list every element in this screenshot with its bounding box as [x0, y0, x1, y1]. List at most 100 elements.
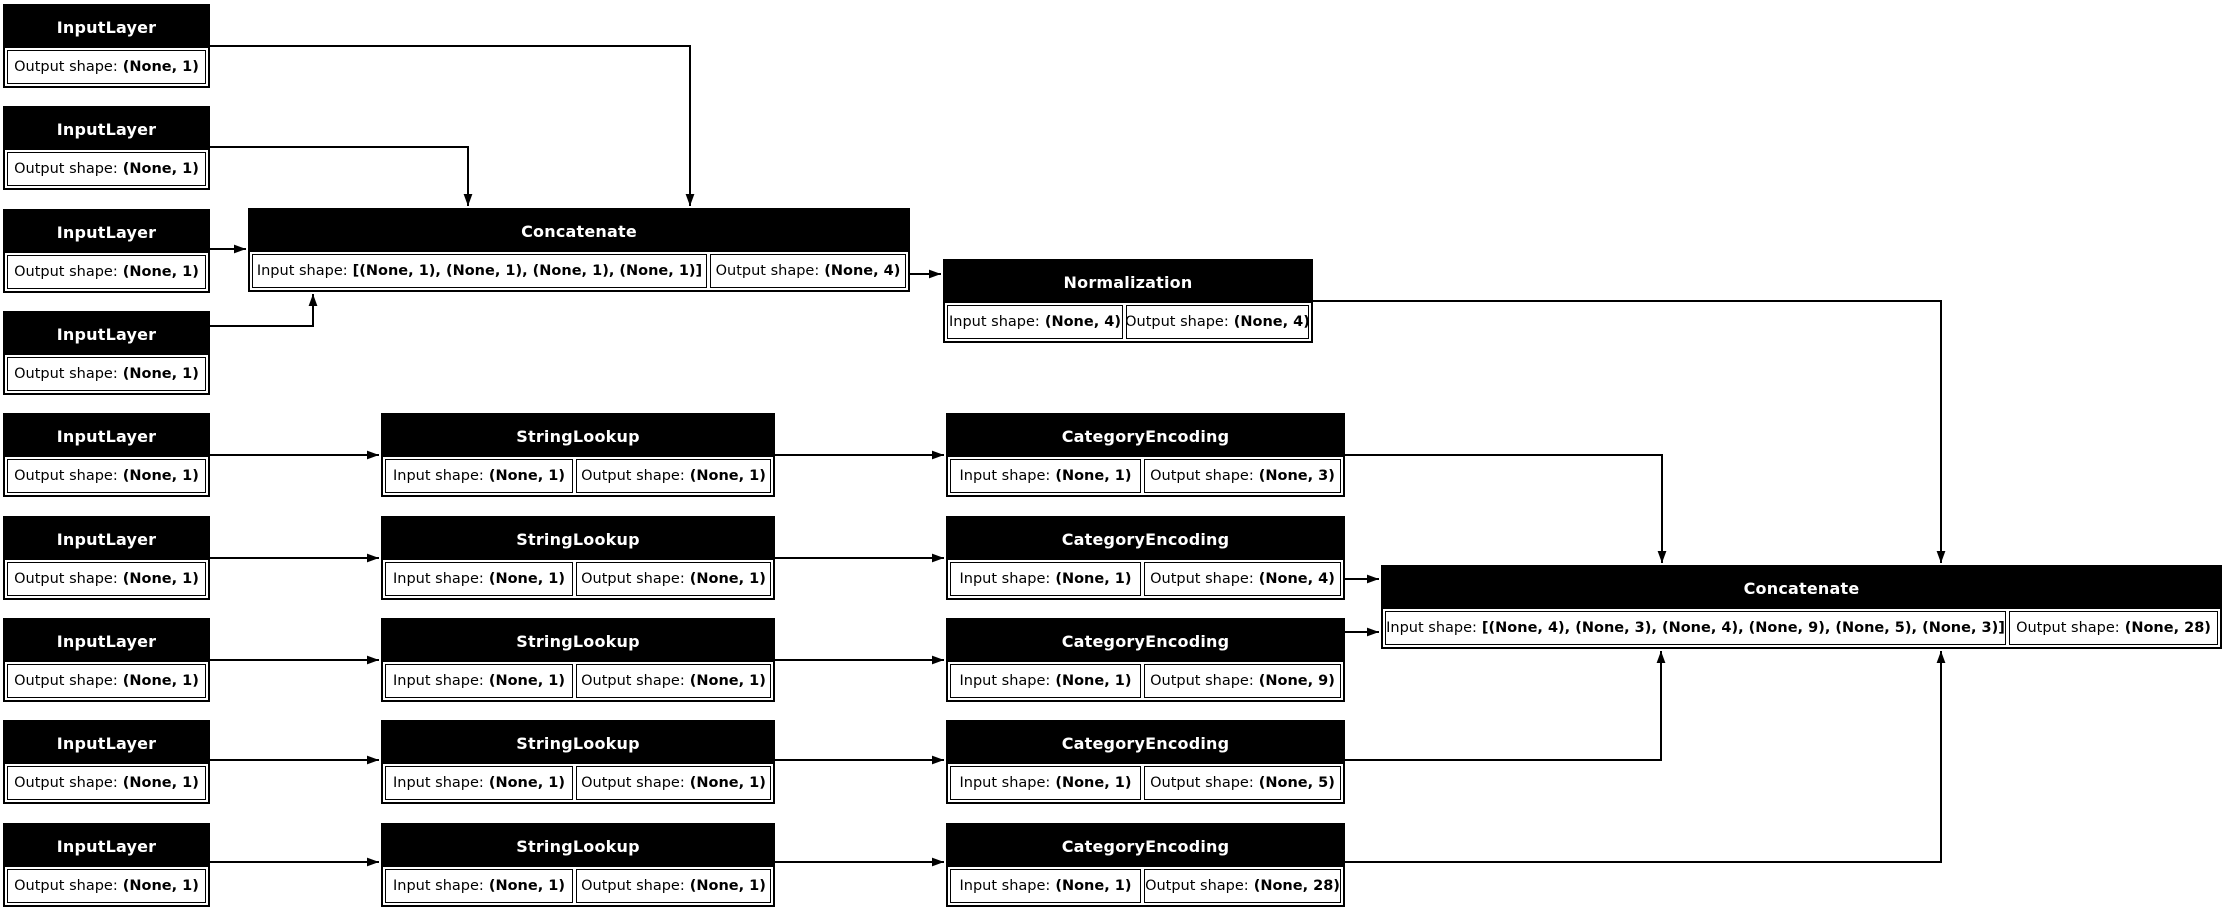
output-shape-cell: Output shape: (None, 1) [7, 664, 206, 698]
layer-title: StringLookup [383, 722, 773, 764]
output-shape-cell: Output shape: (None, 4) [710, 254, 906, 288]
output-shape-cell: Output shape: (None, 3) [1144, 459, 1341, 493]
node-inputlayer-6: InputLayer Output shape: (None, 1) [3, 516, 210, 600]
input-shape-cell: Input shape: (None, 1) [385, 459, 573, 493]
input-shape-cell: Input shape: (None, 1) [950, 766, 1141, 800]
edge-categoryencoding4-concat2 [1345, 651, 1666, 761]
layer-title: InputLayer [5, 518, 208, 560]
layer-title: Normalization [945, 261, 1311, 303]
node-stringlookup-4: StringLookup Input shape: (None, 1) Outp… [381, 720, 775, 804]
layer-title: StringLookup [383, 620, 773, 662]
layer-title: CategoryEncoding [948, 620, 1343, 662]
output-shape-cell: Output shape: (None, 1) [7, 562, 206, 596]
layer-title: Concatenate [1383, 567, 2220, 609]
node-inputlayer-1: InputLayer Output shape: (None, 1) [3, 4, 210, 88]
layer-title: InputLayer [5, 415, 208, 457]
edge-input4-concat1 [210, 294, 318, 327]
input-shape-cell: Input shape: (None, 1) [385, 869, 573, 903]
layer-shapes: Input shape: (None, 4) Output shape: (No… [945, 303, 1311, 341]
layer-title: InputLayer [5, 108, 208, 150]
layer-shapes: Input shape: (None, 1) Output shape: (No… [383, 457, 773, 495]
output-shape-cell: Output shape: (None, 1) [7, 255, 206, 289]
layer-title: InputLayer [5, 313, 208, 355]
edge-categoryencoding1-concat2 [1345, 454, 1667, 563]
layer-shapes: Output shape: (None, 1) [5, 253, 208, 291]
output-shape-cell: Output shape: (None, 4) [1126, 305, 1309, 339]
node-concatenate-1: Concatenate Input shape: [(None, 1), (No… [248, 208, 910, 292]
node-stringlookup-1: StringLookup Input shape: (None, 1) Outp… [381, 413, 775, 497]
output-shape-cell: Output shape: (None, 1) [576, 664, 771, 698]
output-shape-cell: Output shape: (None, 4) [1144, 562, 1341, 596]
node-stringlookup-3: StringLookup Input shape: (None, 1) Outp… [381, 618, 775, 702]
output-shape-cell: Output shape: (None, 1) [7, 869, 206, 903]
input-shape-cell: Input shape: (None, 1) [950, 664, 1141, 698]
node-categoryencoding-1: CategoryEncoding Input shape: (None, 1) … [946, 413, 1345, 497]
layer-title: CategoryEncoding [948, 825, 1343, 867]
layer-title: CategoryEncoding [948, 722, 1343, 764]
output-shape-cell: Output shape: (None, 1) [576, 562, 771, 596]
layer-title: InputLayer [5, 825, 208, 867]
layer-shapes: Output shape: (None, 1) [5, 662, 208, 700]
node-inputlayer-7: InputLayer Output shape: (None, 1) [3, 618, 210, 702]
input-shape-cell: Input shape: (None, 1) [950, 459, 1141, 493]
layer-title: CategoryEncoding [948, 518, 1343, 560]
layer-shapes: Output shape: (None, 1) [5, 764, 208, 802]
edge-input2-concat1 [210, 146, 473, 206]
output-shape-cell: Output shape: (None, 1) [576, 869, 771, 903]
layer-shapes: Input shape: (None, 1) Output shape: (No… [383, 560, 773, 598]
node-inputlayer-3: InputLayer Output shape: (None, 1) [3, 209, 210, 293]
layer-title: InputLayer [5, 620, 208, 662]
layer-shapes: Output shape: (None, 1) [5, 457, 208, 495]
layer-shapes: Output shape: (None, 1) [5, 150, 208, 188]
output-shape-cell: Output shape: (None, 5) [1144, 766, 1341, 800]
node-categoryencoding-2: CategoryEncoding Input shape: (None, 1) … [946, 516, 1345, 600]
layer-shapes: Input shape: (None, 1) Output shape: (No… [948, 457, 1343, 495]
input-shape-cell: Input shape: (None, 1) [950, 869, 1141, 903]
output-shape-cell: Output shape: (None, 1) [7, 152, 206, 186]
layer-shapes: Output shape: (None, 1) [5, 867, 208, 905]
layer-title: InputLayer [5, 211, 208, 253]
node-categoryencoding-5: CategoryEncoding Input shape: (None, 1) … [946, 823, 1345, 907]
layer-shapes: Output shape: (None, 1) [5, 355, 208, 393]
layer-title: Concatenate [250, 210, 908, 252]
node-normalization: Normalization Input shape: (None, 4) Out… [943, 259, 1313, 343]
output-shape-cell: Output shape: (None, 28) [1144, 869, 1341, 903]
output-shape-cell: Output shape: (None, 1) [7, 459, 206, 493]
input-shape-cell: Input shape: [(None, 1), (None, 1), (Non… [252, 254, 707, 288]
node-inputlayer-9: InputLayer Output shape: (None, 1) [3, 823, 210, 907]
layer-title: CategoryEncoding [948, 415, 1343, 457]
layer-shapes: Output shape: (None, 1) [5, 48, 208, 86]
node-categoryencoding-4: CategoryEncoding Input shape: (None, 1) … [946, 720, 1345, 804]
input-shape-cell: Input shape: (None, 1) [385, 766, 573, 800]
layer-title: InputLayer [5, 722, 208, 764]
layer-title: InputLayer [5, 6, 208, 48]
layer-shapes: Input shape: (None, 1) Output shape: (No… [383, 867, 773, 905]
layer-shapes: Output shape: (None, 1) [5, 560, 208, 598]
input-shape-cell: Input shape: [(None, 4), (None, 3), (Non… [1385, 611, 2006, 645]
input-shape-cell: Input shape: (None, 1) [385, 664, 573, 698]
output-shape-cell: Output shape: (None, 1) [7, 357, 206, 391]
output-shape-cell: Output shape: (None, 28) [2009, 611, 2218, 645]
layer-shapes: Input shape: (None, 1) Output shape: (No… [948, 560, 1343, 598]
layer-shapes: Input shape: (None, 1) Output shape: (No… [383, 764, 773, 802]
layer-shapes: Input shape: (None, 1) Output shape: (No… [948, 867, 1343, 905]
node-inputlayer-8: InputLayer Output shape: (None, 1) [3, 720, 210, 804]
output-shape-cell: Output shape: (None, 9) [1144, 664, 1341, 698]
node-categoryencoding-3: CategoryEncoding Input shape: (None, 1) … [946, 618, 1345, 702]
layer-title: StringLookup [383, 825, 773, 867]
layer-shapes: Input shape: (None, 1) Output shape: (No… [948, 764, 1343, 802]
node-inputlayer-5: InputLayer Output shape: (None, 1) [3, 413, 210, 497]
edge-input1-concat1 [210, 45, 695, 206]
output-shape-cell: Output shape: (None, 1) [7, 766, 206, 800]
node-inputlayer-2: InputLayer Output shape: (None, 1) [3, 106, 210, 190]
input-shape-cell: Input shape: (None, 4) [947, 305, 1123, 339]
output-shape-cell: Output shape: (None, 1) [576, 459, 771, 493]
input-shape-cell: Input shape: (None, 1) [950, 562, 1141, 596]
layer-title: StringLookup [383, 415, 773, 457]
layer-shapes: Input shape: (None, 1) Output shape: (No… [383, 662, 773, 700]
layer-shapes: Input shape: [(None, 1), (None, 1), (Non… [250, 252, 908, 290]
output-shape-cell: Output shape: (None, 1) [7, 50, 206, 84]
edge-categoryencoding5-concat2 [1345, 651, 1946, 863]
node-inputlayer-4: InputLayer Output shape: (None, 1) [3, 311, 210, 395]
